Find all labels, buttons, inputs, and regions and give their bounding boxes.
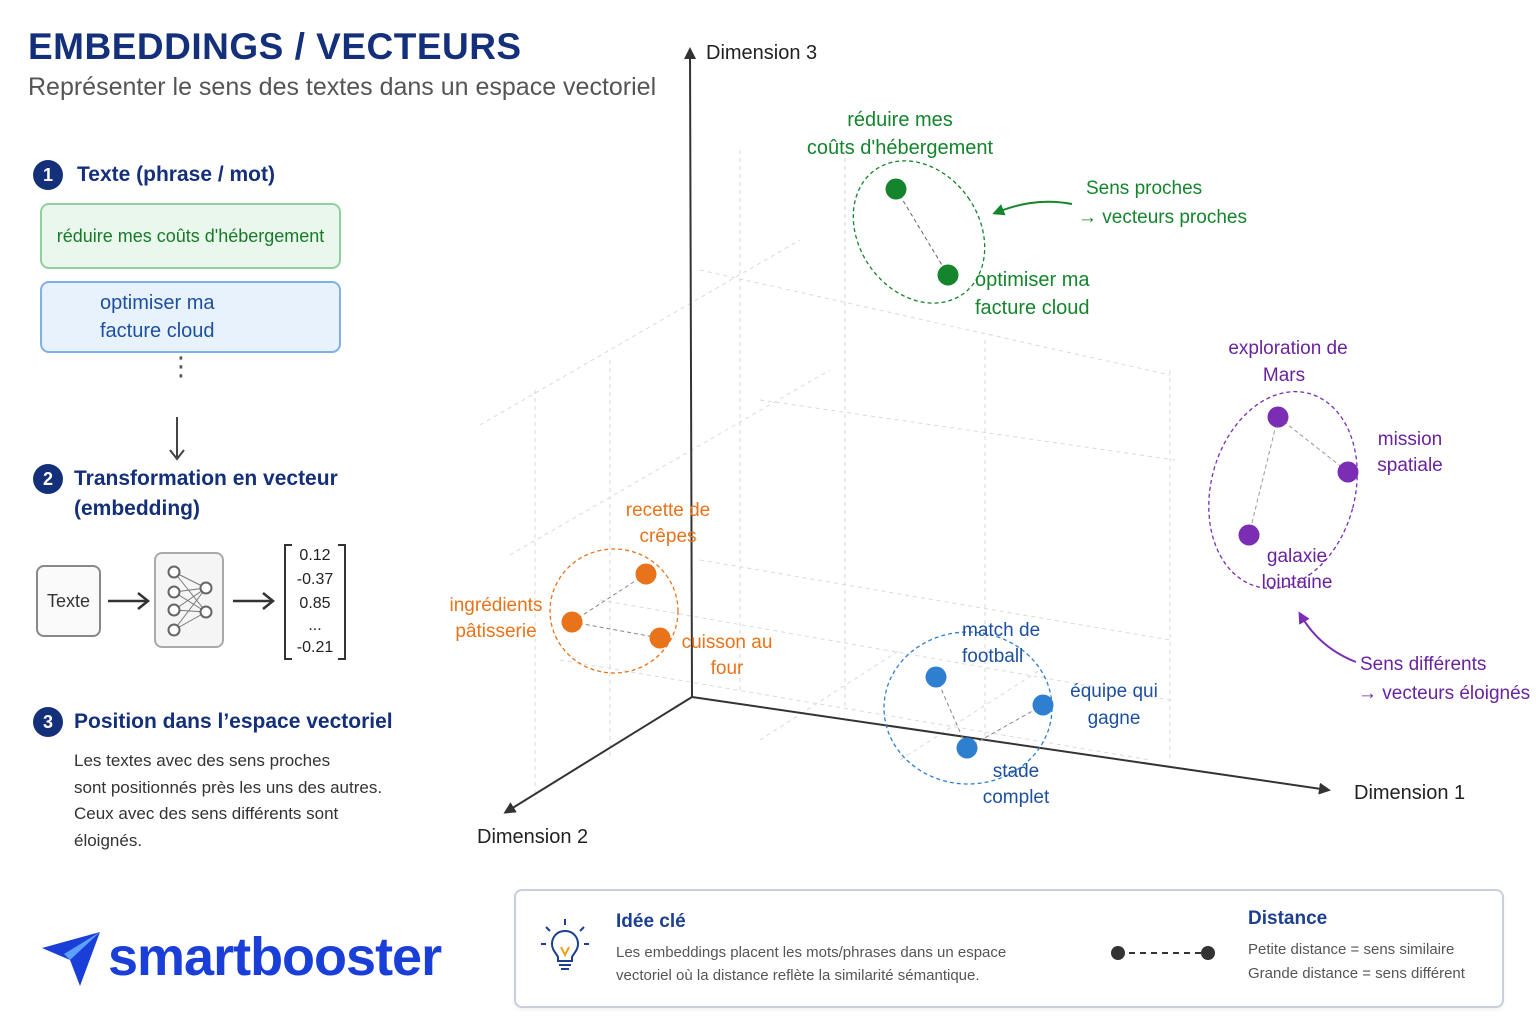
- point-label: exploration de: [1228, 338, 1347, 359]
- cluster-outline: [549, 548, 679, 674]
- step-2-title-line1: Transformation en vecteur: [74, 467, 338, 490]
- point-label: recette de: [626, 500, 711, 521]
- vector-value: -0.21: [296, 639, 334, 656]
- vector-space-diagram: Dimension 3 Dimension 1 Dimension 2 rédu…: [450, 42, 1531, 848]
- example-text-blue: optimiser ma facture cloud: [40, 281, 341, 353]
- neural-network-icon: [167, 565, 213, 637]
- point-label: football: [962, 646, 1023, 667]
- point-label: pâtisserie: [455, 621, 536, 642]
- vector-value: 0.85: [299, 595, 331, 612]
- point-label: gagne: [1088, 708, 1141, 729]
- point-label: galaxie: [1267, 546, 1327, 567]
- vector-value: ...: [308, 617, 322, 634]
- step-3-line: Ceux avec des sens différents sont: [74, 804, 339, 823]
- point: [925, 666, 947, 688]
- key-idea-card: Idée clé Les embeddings placent les mots…: [514, 889, 1504, 1008]
- point: [937, 264, 959, 286]
- point-label: coûts d'hébergement: [807, 137, 994, 159]
- axis-label-dim1: Dimension 1: [1354, 782, 1465, 804]
- point-label: match de: [962, 620, 1040, 641]
- axis-dimension-2: [503, 696, 693, 814]
- point-label: mission: [1378, 429, 1442, 450]
- example-text-blue-line1: optimiser ma: [100, 292, 215, 314]
- point: [1267, 406, 1289, 428]
- input-text-box: Texte: [36, 565, 101, 637]
- step-1-title: Texte (phrase / mot): [77, 163, 275, 186]
- point-label: cuisson au: [682, 632, 773, 653]
- annotation-close-line1: Sens proches: [1086, 178, 1202, 199]
- distance-line1: Petite distance = sens similaire: [1248, 941, 1455, 958]
- step-2-badge: 2: [33, 464, 63, 494]
- point: [635, 563, 657, 585]
- lightbulb-icon: [541, 919, 589, 970]
- key-idea-title: Idée clé: [616, 911, 686, 932]
- point-label: spatiale: [1377, 455, 1443, 476]
- logo-arrow-icon: [42, 932, 100, 986]
- step-arrow-down-icon: [169, 417, 185, 461]
- point-label: complet: [983, 787, 1050, 808]
- point-label: facture cloud: [975, 297, 1090, 319]
- point: [561, 611, 583, 633]
- smartbooster-logo: smartbooster: [40, 924, 470, 990]
- step-1-badge: 1: [33, 160, 63, 190]
- step-2-title-line2: (embedding): [74, 497, 200, 520]
- cluster-orange: recette de crêpes ingrédients pâtisserie…: [450, 500, 773, 679]
- cluster-purple: exploration de Mars mission spatiale gal…: [1208, 338, 1443, 593]
- step-3-line: Les textes avec des sens proches: [74, 751, 331, 770]
- point-label: stade: [993, 761, 1039, 782]
- axis-label-dim3: Dimension 3: [706, 42, 817, 64]
- grid-lines: [479, 150, 1176, 800]
- vector-value: 0.12: [299, 547, 331, 564]
- distance-icon: [1111, 946, 1215, 960]
- example-text-blue-line2: facture cloud: [100, 320, 215, 342]
- annotation-arrow-close: [992, 200, 1073, 216]
- point: [1337, 461, 1359, 483]
- embedding-vector: 0.12 -0.37 0.85 ... -0.21: [284, 544, 346, 660]
- example-text-green: réduire mes coûts d'hébergement: [40, 203, 341, 269]
- distance-title: Distance: [1248, 908, 1328, 929]
- point-label: réduire mes: [847, 109, 953, 131]
- cluster-blue: match de football équipe qui gagne stade…: [883, 620, 1158, 808]
- point: [1238, 524, 1260, 546]
- point: [956, 737, 978, 759]
- cluster-green: réduire mes coûts d'hébergement optimise…: [807, 109, 1090, 319]
- point: [649, 627, 671, 649]
- point-label: crêpes: [639, 526, 696, 547]
- point-label: ingrédients: [450, 595, 543, 616]
- axis-dimension-1: [691, 696, 1331, 795]
- page-title: EMBEDDINGS / VECTEURS: [28, 26, 522, 67]
- cluster-outline: [1208, 390, 1358, 590]
- logo-wordmark: smartbooster: [108, 927, 442, 987]
- point-label: Mars: [1263, 365, 1305, 386]
- step-3-title: Position dans l’espace vectoriel: [74, 710, 393, 733]
- point: [1032, 694, 1054, 716]
- point-label: optimiser ma: [975, 269, 1090, 291]
- arrow-right-icon: [108, 592, 151, 610]
- page-subtitle: Représenter le sens des textes dans un e…: [28, 73, 657, 101]
- arrow-right-icon-2: [233, 592, 276, 610]
- annotation-far-line2: → vecteurs éloignés: [1358, 683, 1530, 704]
- step-3-line: sont positionnés près les uns des autres…: [74, 777, 383, 797]
- axis-dimension-3: [684, 47, 697, 698]
- neural-network-box: [154, 552, 224, 648]
- key-idea-line2: vectoriel où la distance reflète la simi…: [616, 967, 980, 984]
- key-idea-line1: Les embeddings placent les mots/phrases …: [616, 944, 1007, 961]
- step-3-badge: 3: [33, 707, 63, 737]
- point: [885, 178, 907, 200]
- annotation-arrow-far: [1298, 611, 1357, 663]
- step-3-description: Les textes avec des sens proches sont po…: [74, 748, 414, 854]
- annotation-close-line2: → vecteurs proches: [1078, 207, 1247, 228]
- step-3-line: éloignés.: [74, 830, 143, 850]
- point-label: lointaine: [1262, 572, 1333, 593]
- axis-label-dim2: Dimension 2: [477, 826, 588, 848]
- point-label: four: [711, 658, 744, 679]
- cluster-outline: [852, 160, 986, 304]
- point-label: équipe qui: [1070, 681, 1158, 702]
- annotation-far-line1: Sens différents: [1360, 654, 1486, 675]
- vector-value: -0.37: [296, 571, 334, 588]
- distance-line2: Grande distance = sens différent: [1248, 965, 1465, 982]
